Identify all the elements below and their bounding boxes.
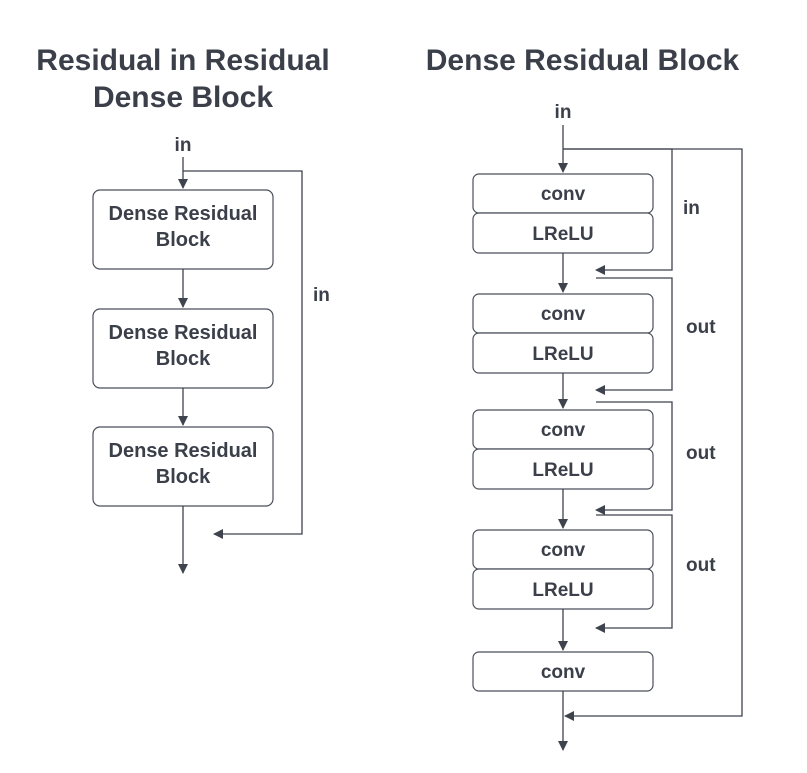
dense-skip-1 — [563, 148, 673, 275]
lrelu-label-1: LReLU — [532, 224, 593, 245]
conv-label-3: conv — [541, 420, 586, 441]
dense-residual-block-2-line1: Dense Residual — [109, 322, 258, 344]
dense-residual-block-1-line1: Dense Residual — [109, 203, 258, 225]
dense-residual-block-2-line2: Block — [156, 348, 211, 370]
rrdb-title: Residual in Residual Dense Block — [0, 42, 366, 116]
dense-skip-label-3: out — [686, 443, 716, 464]
lrelu-label-4: LReLU — [532, 580, 593, 601]
rrdb-title-line2: Dense Block — [92, 81, 274, 114]
conv-label-1: conv — [541, 184, 586, 205]
final-conv-label: conv — [541, 662, 586, 683]
drb-title: Dense Residual Block — [425, 44, 740, 77]
dense-skip-label-4: out — [686, 555, 716, 576]
dense-skip-3 — [595, 401, 673, 515]
dense-skip-4 — [595, 514, 673, 633]
dense-skip-2 — [595, 277, 673, 395]
rrdb-skip-connection — [183, 170, 303, 539]
rrdb-skip-label: in — [313, 285, 330, 306]
rrdb-title-line1: Residual in Residual — [36, 44, 330, 77]
lrelu-label-2: LReLU — [532, 344, 593, 365]
dense-residual-block-3-line2: Block — [156, 466, 211, 488]
dense-residual-block-1-line2: Block — [156, 229, 211, 251]
rrdb-diagram: in in Dense Residual Block Dense Residua… — [92, 135, 330, 574]
conv-label-2: conv — [541, 304, 586, 325]
rrdb-input-label: in — [175, 135, 192, 156]
dense-residual-block-3-line1: Dense Residual — [109, 440, 258, 462]
drb-diagram: in conv LReLU in conv LReLU out conv LRe… — [472, 102, 743, 751]
drb-input-label: in — [555, 102, 572, 123]
dense-skip-label-1: in — [683, 198, 700, 219]
lrelu-label-3: LReLU — [532, 460, 593, 481]
dense-skip-label-2: out — [686, 317, 716, 338]
conv-label-4: conv — [541, 540, 586, 561]
